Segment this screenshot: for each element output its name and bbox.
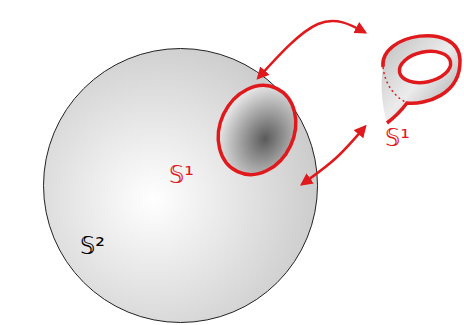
hole-circle xyxy=(204,73,310,188)
sphere-outline xyxy=(44,49,318,323)
boundary-hole: 𝕊¹ xyxy=(165,78,302,196)
mobius-inner-loop xyxy=(396,47,453,87)
sphere: 𝕊² 𝕊¹ xyxy=(42,47,319,324)
mobius-band-shape xyxy=(365,5,462,157)
space-label: 𝕊¹ xyxy=(169,162,194,188)
space-label: 𝕊¹ xyxy=(385,125,410,151)
mobius-band: 𝕊¹ xyxy=(365,5,462,157)
mobius-boundary xyxy=(383,36,460,123)
mobius-body xyxy=(382,36,460,123)
identification-arrow xyxy=(258,21,365,78)
hidden-edge xyxy=(383,67,407,103)
space-label: 𝕊² xyxy=(80,233,105,259)
